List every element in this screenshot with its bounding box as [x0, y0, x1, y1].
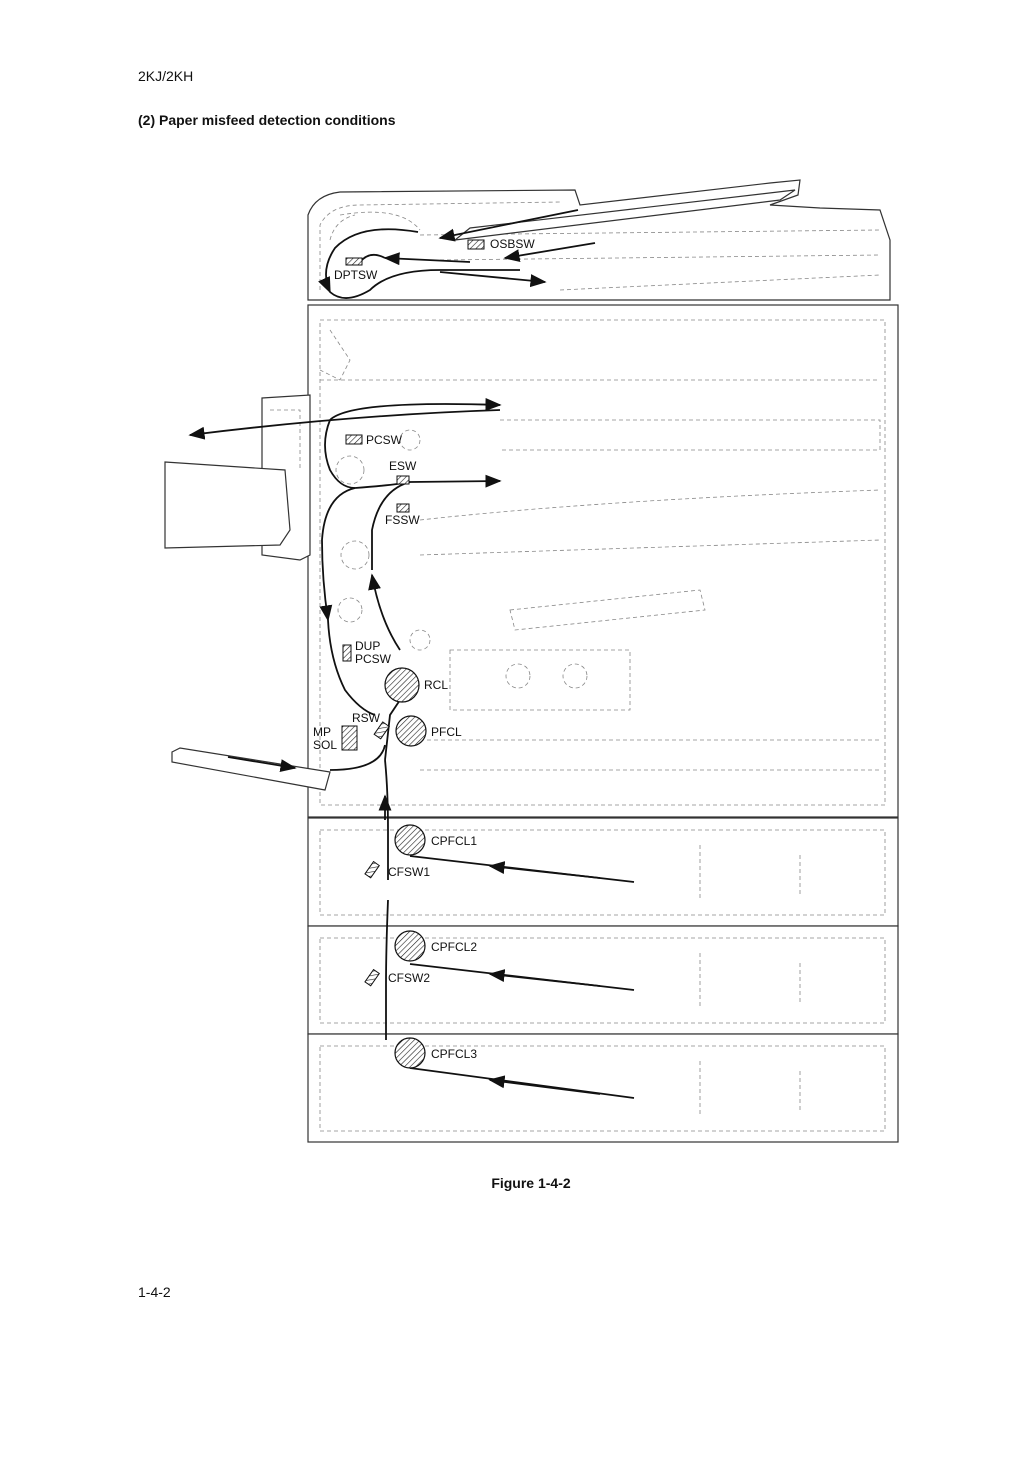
label-cpfcl2: CPFCL2 [431, 940, 477, 954]
exit-tray [164, 394, 311, 561]
cpfcl2-roller [394, 930, 426, 962]
label-pcsw: PCSW [366, 433, 403, 447]
label-mp: MP [313, 725, 331, 739]
label-rcl: RCL [424, 678, 448, 692]
label-cfsw2: CFSW2 [388, 971, 430, 985]
label-cpfcl1: CPFCL1 [431, 834, 477, 848]
label-dptsw: DPTSW [334, 268, 378, 282]
label-pfcl: PFCL [431, 725, 462, 739]
mp-sol [341, 725, 358, 751]
rcl-roller [384, 667, 420, 703]
dptsw-sensor [345, 257, 363, 266]
label-cfsw1: CFSW1 [388, 865, 430, 879]
document-header: 2KJ/2KH [138, 68, 194, 84]
label-dup-pcsw: PCSW [355, 652, 392, 666]
pfcl-roller [395, 715, 427, 747]
main-body [307, 304, 899, 818]
label-fssw: FSSW [385, 513, 420, 527]
rsw-sensor [373, 721, 390, 740]
fssw-sensor [396, 503, 410, 513]
label-cpfcl3: CPFCL3 [431, 1047, 477, 1061]
osbsw-sensor [467, 239, 485, 250]
cpfcl1-roller [394, 824, 426, 856]
mp-tray [171, 747, 331, 791]
section-title: (2) Paper misfeed detection conditions [138, 112, 396, 128]
dup-pcsw-sensor [342, 644, 352, 662]
esw-sensor [396, 475, 410, 485]
label-esw: ESW [389, 459, 417, 473]
label-osbsw: OSBSW [490, 237, 535, 251]
label-dup: DUP [355, 639, 380, 653]
figure-caption: Figure 1-4-2 [491, 1175, 571, 1191]
document-processor [307, 179, 891, 301]
label-sol: SOL [313, 738, 337, 752]
cfsw2-sensor [364, 968, 380, 987]
cpfcl3-roller [394, 1037, 426, 1069]
page-number: 1-4-2 [138, 1284, 171, 1300]
pcsw-sensor [345, 434, 363, 445]
paper-paths [188, 209, 635, 1099]
cfsw1-sensor [364, 860, 380, 879]
label-rsw: RSW [352, 711, 381, 725]
